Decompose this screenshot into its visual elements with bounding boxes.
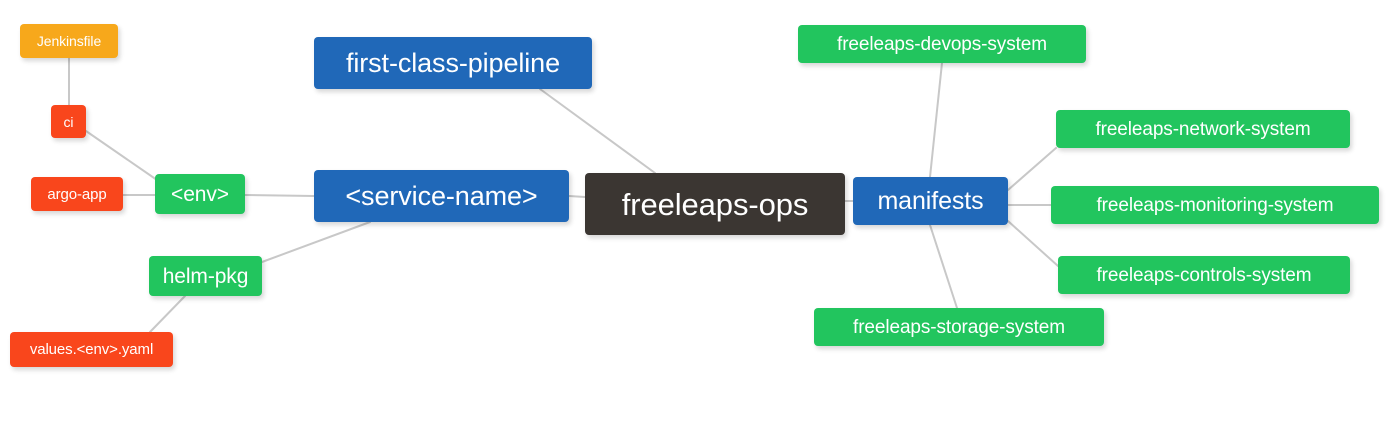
node-values-yaml[interactable]: values.<env>.yaml xyxy=(10,332,173,367)
edge-service-name-to-freeleaps-ops xyxy=(568,195,586,198)
node-manifests[interactable]: manifests xyxy=(853,177,1008,225)
node-argo-app[interactable]: argo-app xyxy=(31,177,123,211)
node-label: ci xyxy=(63,113,74,130)
node-storage-system[interactable]: freeleaps-storage-system xyxy=(814,308,1104,346)
node-env[interactable]: <env> xyxy=(155,174,245,214)
node-label: freeleaps-controls-system xyxy=(1096,264,1312,286)
node-label: freeleaps-monitoring-system xyxy=(1096,194,1334,216)
node-label: values.<env>.yaml xyxy=(29,341,154,358)
node-devops-system[interactable]: freeleaps-devops-system xyxy=(798,25,1086,63)
edge-manifests-to-controls-system xyxy=(1007,220,1059,267)
node-label: argo-app xyxy=(47,185,107,203)
edge-env-to-service-name xyxy=(244,194,315,197)
node-jenkinsfile[interactable]: Jenkinsfile xyxy=(20,24,118,58)
node-label: Jenkinsfile xyxy=(36,33,102,49)
edge-manifests-to-network-system xyxy=(1007,147,1057,191)
node-network-system[interactable]: freeleaps-network-system xyxy=(1056,110,1350,148)
node-service-name[interactable]: <service-name> xyxy=(314,170,569,222)
node-freeleaps-ops[interactable]: freeleaps-ops xyxy=(585,173,845,235)
node-label: freeleaps-network-system xyxy=(1095,118,1311,140)
node-monitoring-system[interactable]: freeleaps-monitoring-system xyxy=(1051,186,1379,224)
node-label: freeleaps-storage-system xyxy=(853,316,1065,338)
edge-first-class-pipeline-to-freeleaps-ops xyxy=(539,88,656,174)
node-label: <env> xyxy=(171,182,229,206)
node-first-class-pipeline[interactable]: first-class-pipeline xyxy=(314,37,592,89)
edge-manifests-to-devops-system xyxy=(929,62,943,178)
node-label: helm-pkg xyxy=(162,264,249,288)
edge-manifests-to-storage-system xyxy=(929,224,958,309)
node-label: manifests xyxy=(877,186,984,215)
edge-helm-pkg-to-service-name xyxy=(261,221,371,263)
edge-values-yaml-to-helm-pkg xyxy=(149,295,186,333)
node-ci[interactable]: ci xyxy=(51,105,86,138)
node-helm-pkg[interactable]: helm-pkg xyxy=(149,256,262,296)
node-label: <service-name> xyxy=(345,180,538,211)
edge-ci-to-env xyxy=(85,130,158,181)
node-controls-system[interactable]: freeleaps-controls-system xyxy=(1058,256,1350,294)
node-label: freeleaps-ops xyxy=(621,186,809,222)
node-label: freeleaps-devops-system xyxy=(837,33,1047,55)
node-label: first-class-pipeline xyxy=(345,47,561,78)
